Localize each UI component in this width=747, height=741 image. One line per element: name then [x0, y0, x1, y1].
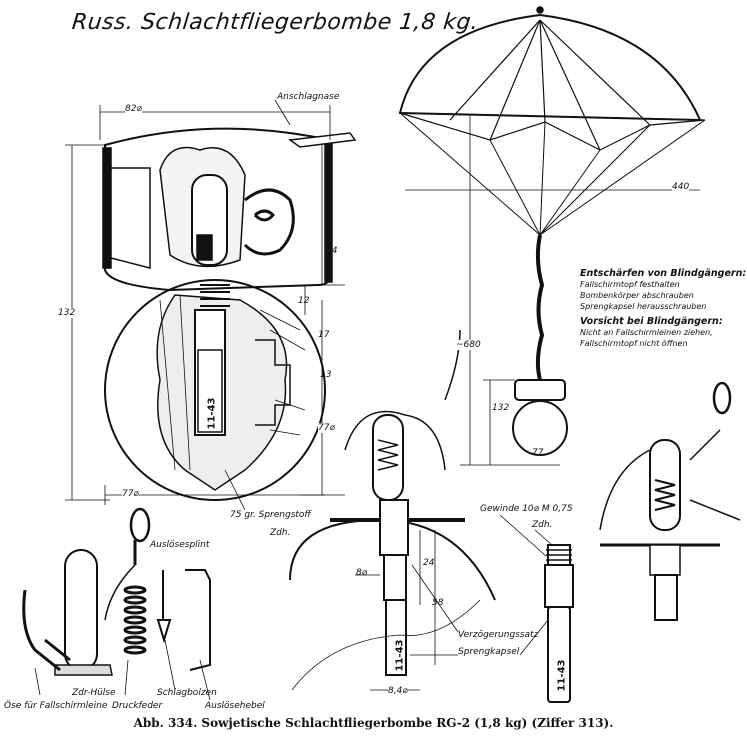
label-schlagbolzen: Schlagbolzen: [157, 688, 217, 698]
dim-8: 8⌀: [356, 568, 368, 578]
main-bomb-drawing: [65, 99, 357, 511]
note-line: Bombenkörper abschrauben: [580, 291, 694, 300]
dim-8-4: 8,4⌀: [388, 686, 408, 696]
label-verzogerungssatz: Verzögerungssatz: [458, 630, 539, 640]
label-auslosehebel: Auslösehebel: [205, 701, 265, 711]
instructions-note: Entschärfen von Blindgängern: Fallschirm…: [580, 268, 746, 349]
note-heading-caution: Vorsicht bei Blindgängern:: [580, 316, 723, 327]
label-auslosesplint: Auslösesplint: [150, 540, 210, 550]
label-zdh: Zdh.: [270, 528, 291, 538]
dim-24: 24: [423, 558, 435, 568]
label-zdr-hulse: Zdr-Hülse: [72, 688, 116, 698]
label-zdh-detonator: Zdh.: [532, 520, 553, 530]
dim-sphere-bottom: 77⌀: [122, 489, 139, 499]
dim-line-length: ~680: [456, 340, 481, 350]
detonator-drawing: [499, 514, 574, 703]
label-gewinde: Gewinde 10⌀ M 0,75: [480, 504, 573, 514]
exploded-parts-drawing: [22, 507, 211, 701]
dim-bomb-height: 132: [492, 403, 510, 413]
figure-caption: Abb. 334. Sowjetische Schlachtfliegerbom…: [133, 716, 614, 730]
note-line: Sprengkapsel herausschrauben: [580, 302, 707, 311]
dim-12: 12: [298, 296, 310, 306]
dim-17: 17: [318, 330, 330, 340]
label-anschlagnase: Anschlagnase: [277, 92, 340, 102]
dim-width-top: 82⌀: [125, 104, 142, 114]
note-heading-defuse: Entschärfen von Blindgängern:: [580, 268, 747, 279]
fuze-mark-middle: 11-43: [394, 639, 406, 672]
note-line: Fallschirmtopf nicht öffnen: [580, 339, 688, 348]
fuze-assembly-drawing: [289, 329, 496, 691]
label-druckfeder: Druckfeder: [112, 701, 163, 711]
dim-sphere-side: 77⌀: [318, 423, 335, 433]
page-title: Russ. Schlachtfliegerbombe 1,8 kg.: [70, 10, 480, 35]
parachute-drawing: [398, 6, 706, 466]
dim-58: 58: [432, 598, 444, 608]
fuze-mark-detonator: 11-43: [556, 659, 568, 692]
dim-canister-height: 54: [326, 246, 338, 256]
dim-bomb-dia: 77: [532, 448, 544, 458]
dim-13: 13: [320, 370, 332, 380]
note-line: Fallschirmtopf festhalten: [580, 280, 680, 289]
dim-height-total: 132: [58, 308, 76, 318]
label-ose: Öse für Fallschirmleine: [4, 701, 108, 711]
label-sprengstoff: 75 gr. Sprengstoff: [230, 510, 311, 520]
label-sprengkapsel: Sprengkapsel: [458, 647, 520, 657]
note-line: Nicht an Fallschirmleinen ziehen,: [580, 328, 713, 337]
fuze-mark-main: 11-43: [206, 397, 218, 430]
dim-canopy-width: 440: [672, 182, 690, 192]
release-mechanism-drawing: [599, 381, 741, 621]
